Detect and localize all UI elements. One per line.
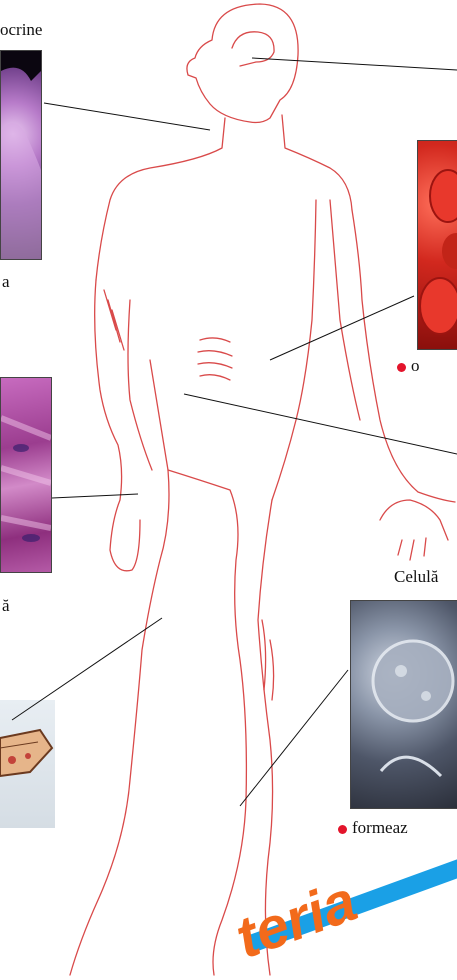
leader-lines (12, 58, 457, 806)
